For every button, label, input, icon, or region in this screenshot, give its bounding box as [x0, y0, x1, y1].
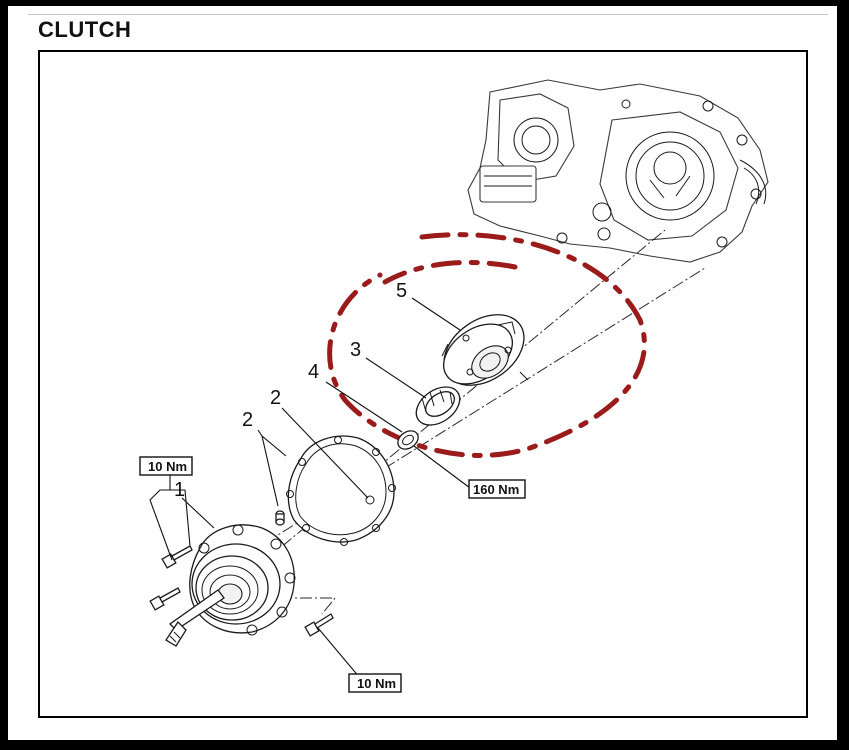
bolt-lower-left	[149, 587, 181, 611]
page-title: CLUTCH	[38, 17, 132, 42]
leader-160nm	[413, 445, 471, 489]
clutch-cover-part1	[165, 524, 296, 647]
gasket-part2	[286, 435, 396, 546]
torque-label-top: 10 Nm	[148, 459, 187, 474]
highlight-inner	[382, 259, 518, 285]
callout-3: 3	[350, 339, 361, 361]
leader-part3	[365, 357, 427, 399]
bolt-upper-left	[161, 545, 193, 569]
nut-part4	[397, 430, 419, 450]
callout-1: 1	[174, 479, 185, 501]
leader-part4	[325, 381, 403, 433]
leader-10nm-bottom	[317, 627, 361, 679]
leader-part1	[181, 497, 215, 529]
bolt-lower-right	[304, 613, 334, 637]
clutch-housing-part5	[441, 314, 529, 386]
dowel-pin-part2	[275, 510, 285, 526]
torque-label-bottom: 10 Nm	[357, 676, 396, 691]
callout-5: 5	[396, 280, 407, 302]
top-rule	[28, 14, 828, 15]
axis-bolt	[280, 597, 337, 615]
leader-10nm-top	[149, 475, 191, 561]
bearing-part3	[415, 386, 461, 426]
leader-part5	[411, 297, 461, 331]
torque-box-bottom: 10 Nm	[348, 673, 402, 693]
torque-box-top: 10 Nm	[139, 456, 193, 476]
leader-part2-lower	[257, 429, 287, 507]
callout-4: 4	[308, 361, 319, 383]
leader-part2-upper	[281, 407, 369, 499]
engine-crankcase	[467, 79, 769, 263]
callout-2-upper: 2	[270, 387, 281, 409]
torque-label-160: 160 Nm	[473, 482, 519, 497]
highlight-outer	[327, 232, 647, 458]
callout-2-lower: 2	[242, 409, 253, 431]
torque-box-160: 160 Nm	[468, 479, 526, 499]
